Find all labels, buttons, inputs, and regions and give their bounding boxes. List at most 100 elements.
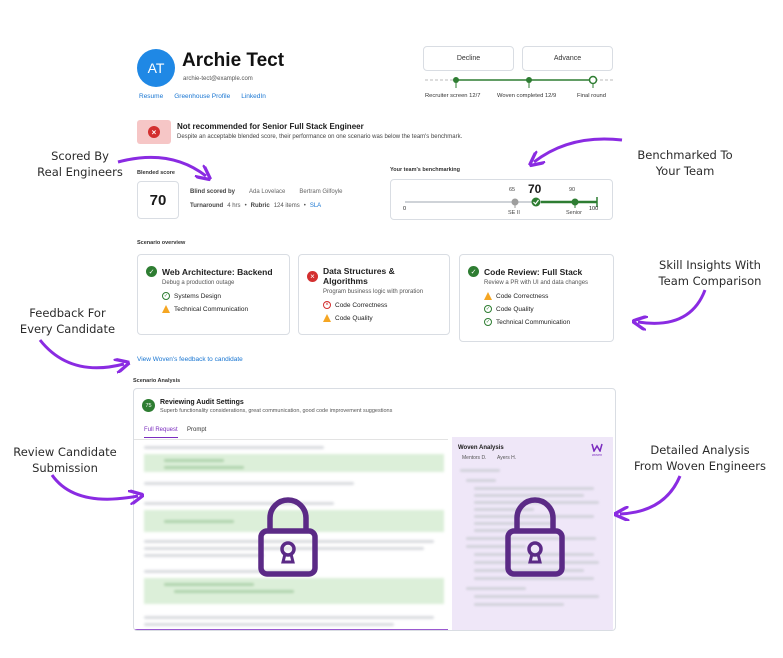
skill-item: ✓ Systems Design [162,291,281,301]
blind-scored-row: Blind scored by Ada Lovelace Bertram Gil… [190,189,342,195]
alert-message: Despite an acceptable blended score, the… [177,134,463,140]
se2-label: SE II [508,210,520,216]
check-circle-icon: ✓ [162,292,170,300]
skill-item: × Code Correctness [323,300,441,310]
warning-icon [323,314,331,322]
error-icon: × [148,126,160,138]
scenario-subtitle: Review a PR with UI and data changes [484,280,589,286]
alert-title: Not recommended for Senior Full Stack En… [177,122,364,131]
analysis-score-badge: 75 [142,399,155,412]
scenario-subtitle: Program business logic with proration [323,289,424,295]
timeline [425,75,613,88]
arrow-icon [50,474,138,499]
reviewer-1: Mentors D. [462,455,487,461]
skill-item: ✓ Code Quality [484,304,605,314]
scenario-title: Code Review: Full Stack [484,266,583,277]
candidate-benchmark-value: 70 [528,182,542,196]
sla-link[interactable]: SLA [309,203,322,209]
annotation-scored: Scored By Real Engineers [37,149,123,179]
skill-item: ✓ Technical Communication [484,317,605,327]
timeline-step-3: Final round [577,93,607,99]
avatar: AT [137,49,175,87]
scenario-overview-label: Scenario overview [137,240,186,246]
skill-name: Technical Communication [174,305,249,313]
skill-name: Systems Design [174,292,221,300]
skill-name: Code Correctness [335,301,388,309]
benchmark-label: Your team's benchmarking [390,167,460,173]
benchmark-box: 0 100 65 70 90 SE II Senior [390,179,613,220]
timeline-step-3-dot [588,75,598,85]
turnaround-label: Turnaround [190,203,224,209]
warning-icon [162,305,170,313]
scenario-card-web-architecture[interactable]: ✓ Web Architecture: Backend Debug a prod… [137,254,290,335]
resume-link[interactable]: Resume [139,93,164,100]
rubric-label: Rubric [250,203,270,209]
turnaround-row: Turnaround 4 hrs • Rubric 124 items • SL… [190,203,321,209]
analysis-subtitle: Superb functionality considerations, gre… [160,408,393,414]
scenario-card-code-review[interactable]: ✓ Code Review: Full Stack Review a PR wi… [459,254,614,342]
avatar-initials: AT [147,60,165,76]
scenario-title: Data Structures & Algorithms [322,266,395,286]
error-circle-icon: × [323,301,331,309]
timeline-step-1: Recruiter screen 12/7 [425,93,481,99]
arrow-icon [620,475,682,514]
separator-2: • [303,203,306,209]
check-icon: ✓ [468,266,479,277]
alert-icon-box: × [137,120,171,144]
linkedin-link[interactable]: LinkedIn [241,93,266,100]
annotation-review: Review Candidate Submission [13,445,117,475]
blind-scored-label: Blind scored by [190,189,236,195]
check-circle-icon: ✓ [484,318,492,326]
reviewer-2: Ayers H. [497,455,517,461]
skill-item: Code Quality [323,313,441,323]
woven-logo-text: woven [591,453,603,457]
blended-score: 70 [149,191,167,209]
rubric-value: 124 items [273,203,300,209]
feedback-link[interactable]: View Woven's feedback to candidate [137,356,243,363]
turnaround-value: 4 hrs [227,203,241,209]
decline-button[interactable]: Decline [423,46,514,71]
scorer-1: Ada Lovelace [249,189,286,195]
annotation-detailed: Detailed Analysis From Woven Engineers [634,443,766,473]
skill-name: Code Correctness [496,292,549,300]
annotation-skill-insights: Skill Insights With Team Comparison [658,258,762,288]
profile-links: Resume Greenhouse Profile LinkedIn [139,93,266,100]
code-submission-area [134,440,448,630]
skill-name: Code Quality [496,305,534,313]
woven-logo-icon [591,443,603,453]
error-icon: × [307,270,318,282]
scenario-subtitle: Debug a production outage [162,280,235,286]
skill-name: Code Quality [335,314,373,322]
scenario-card-data-structures[interactable]: × Data Structures & Algorithms Program b… [298,254,450,335]
blended-score-label: Blended score [137,170,175,176]
senior-label: Senior [566,210,582,216]
arrow-icon [534,137,623,162]
separator-1: • [244,203,247,209]
candidate-email: archie-tect@example.com [183,76,253,82]
scenario-analysis-label: Scenario Analysis [133,378,181,384]
annotation-benchmarked: Benchmarked To Your Team [637,148,733,178]
annotation-feedback: Feedback For Every Candidate [19,306,116,336]
candidate-marker [531,197,541,207]
greenhouse-link[interactable]: Greenhouse Profile [174,93,231,100]
analysis-title: Reviewing Audit Settings [160,399,244,406]
scenario-title: Web Architecture: Backend [162,266,273,277]
advance-button[interactable]: Advance [522,46,613,71]
blended-score-box: 70 [137,181,179,219]
scorer-2: Bertram Gilfoyle [299,189,343,195]
skill-name: Technical Communication [496,318,571,326]
tab-prompt[interactable]: Prompt [187,427,207,433]
se2-value: 65 [509,187,516,193]
lock-icon [505,497,565,577]
woven-logo: woven [590,443,604,457]
tab-full-request[interactable]: Full Request [144,427,178,438]
senior-value: 90 [569,187,576,193]
candidate-name: Archie Tect [182,50,285,71]
scenario-analysis-panel: 75 Reviewing Audit Settings Superb funct… [133,388,616,631]
arrow-icon [38,339,124,368]
check-circle-icon: ✓ [484,305,492,313]
arrow-icon [638,289,707,323]
check-icon: ✓ [146,266,157,277]
timeline-step-2: Woven completed 12/9 [497,93,557,99]
skill-item: Code Correctness [484,291,605,301]
